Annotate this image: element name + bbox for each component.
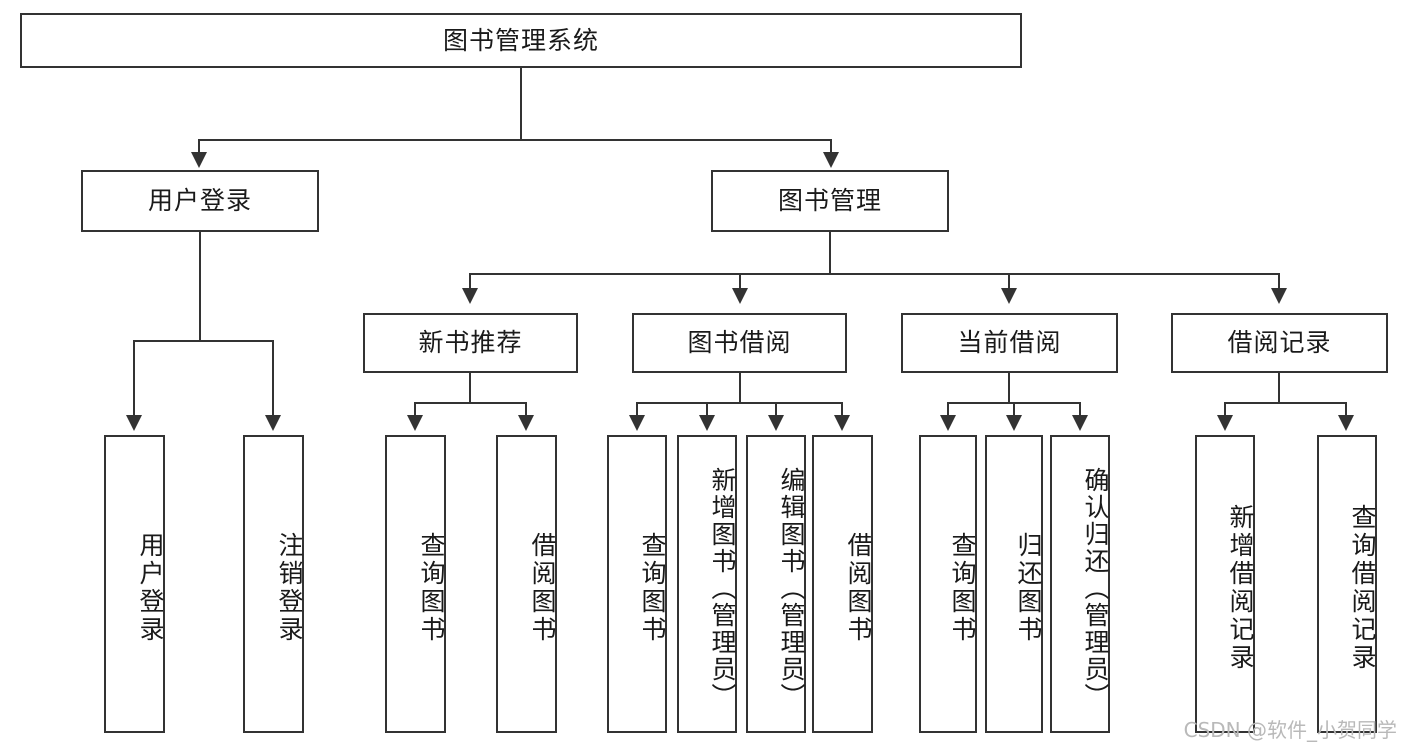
node-label: 新增图书（管理员） [708,466,737,710]
node-label: 查询图书 [417,532,446,644]
node-label: 图书借阅 [687,328,792,358]
connector-book-borrow-leaf2 [706,402,708,420]
node-user-login[interactable]: 用户登录 [81,170,319,232]
node-root-book-management-system[interactable]: 图书管理系统 [20,13,1022,68]
node-label: 图书管理系统 [442,25,599,55]
node-label: 注销登录 [275,532,304,644]
node-book-management[interactable]: 图书管理 [711,170,949,232]
leaf-logout[interactable]: 注销登录 [243,435,304,733]
node-label: 新增借阅记录 [1226,504,1255,672]
node-book-borrow[interactable]: 图书借阅 [632,313,847,373]
connector-borrow-record-bus [1224,402,1347,404]
leaf-return-book[interactable]: 归还图书 [985,435,1043,733]
connector-book-management-stem [829,232,831,274]
arrowhead-leaf-borrow-book-bb [834,415,850,431]
watermark-csdn: CSDN @软件_小贺同学 [1183,718,1397,742]
arrowhead-leaf-user-login [126,415,142,431]
node-current-borrow[interactable]: 当前借阅 [901,313,1118,373]
connector-borrow-record-leaf1 [1224,402,1226,420]
connector-current-borrow-leaf1 [947,402,949,420]
connector-current-borrow-leaf2 [1013,402,1015,420]
leaf-edit-book-admin[interactable]: 编辑图书（管理员） [746,435,806,733]
node-label: 用户登录 [147,186,252,216]
node-label: 确认归还（管理员） [1081,466,1110,710]
node-label: 用户登录 [136,532,165,644]
arrowhead-leaf-query-book-bb [629,415,645,431]
arrowhead-leaf-return-book [1006,415,1022,431]
arrowhead-borrow-record [1271,288,1287,304]
connector-level3-bus [469,273,1280,275]
leaf-confirm-return-admin[interactable]: 确认归还（管理员） [1050,435,1110,733]
arrowhead-leaf-add-book [699,415,715,431]
arrowhead-book-borrow [732,288,748,304]
connector-new-book-bus [414,402,526,404]
arrowhead-leaf-edit-book [768,415,784,431]
arrowhead-leaf-logout [265,415,281,431]
arrowhead-leaf-query-book-cb [940,415,956,431]
connector-book-borrow-leaf1 [636,402,638,420]
connector-to-new-book [469,273,471,291]
arrowhead-book-management [823,152,839,168]
connector-user-login-bus [133,340,273,342]
leaf-borrow-book-new-recommend[interactable]: 借阅图书 [496,435,557,733]
connector-level2-bus [198,139,832,141]
connector-user-login-leaf1 [133,340,135,420]
arrowhead-leaf-query-book-nb [407,415,423,431]
connector-book-borrow-leaf3 [775,402,777,420]
node-label: 当前借阅 [957,328,1062,358]
connector-to-book-management [830,139,832,157]
node-label: 借阅图书 [844,532,873,644]
leaf-query-book-new-recommend[interactable]: 查询图书 [385,435,446,733]
leaf-query-borrow-record[interactable]: 查询借阅记录 [1317,435,1377,733]
connector-borrow-record-leaf2 [1345,402,1347,420]
node-new-book-recommend[interactable]: 新书推荐 [363,313,578,373]
arrowhead-leaf-confirm-return [1072,415,1088,431]
node-label: 查询图书 [638,532,667,644]
connector-to-book-borrow [739,273,741,291]
connector-new-book-leaf1 [414,402,416,420]
node-label: 查询借阅记录 [1348,504,1377,672]
arrowhead-user-login [191,152,207,168]
connector-current-borrow-leaf3 [1079,402,1081,420]
arrowhead-new-book-recommend [462,288,478,304]
arrowhead-leaf-borrow-book-nb [518,415,534,431]
connector-book-borrow-bus [636,402,843,404]
connector-to-borrow-record [1278,273,1280,291]
node-label: 查询图书 [948,532,977,644]
connector-book-borrow-leaf4 [841,402,843,420]
connector-current-borrow-stem [1008,373,1010,403]
connector-to-current-borrow [1008,273,1010,291]
arrowhead-leaf-add-record [1217,415,1233,431]
connector-user-login-stem [199,232,201,341]
node-label: 编辑图书（管理员） [777,466,806,710]
node-label: 借阅记录 [1227,328,1332,358]
leaf-borrow-book-borrow[interactable]: 借阅图书 [812,435,873,733]
connector-new-book-stem [469,373,471,403]
node-label: 图书管理 [777,186,882,216]
connector-user-login-leaf2 [272,340,274,420]
connector-root-stem [520,68,522,140]
node-label: 借阅图书 [528,532,557,644]
leaf-add-borrow-record[interactable]: 新增借阅记录 [1195,435,1255,733]
node-label: 新书推荐 [418,328,523,358]
connector-book-borrow-stem [739,373,741,403]
connector-new-book-leaf2 [525,402,527,420]
arrowhead-current-borrow [1001,288,1017,304]
connector-borrow-record-stem [1278,373,1280,403]
arrowhead-leaf-query-record [1338,415,1354,431]
connector-to-user-login [198,139,200,157]
leaf-query-book-current[interactable]: 查询图书 [919,435,977,733]
node-borrow-record[interactable]: 借阅记录 [1171,313,1388,373]
leaf-query-book-borrow[interactable]: 查询图书 [607,435,667,733]
node-label: 归还图书 [1014,532,1043,644]
leaf-user-login[interactable]: 用户登录 [104,435,165,733]
leaf-add-book-admin[interactable]: 新增图书（管理员） [677,435,737,733]
